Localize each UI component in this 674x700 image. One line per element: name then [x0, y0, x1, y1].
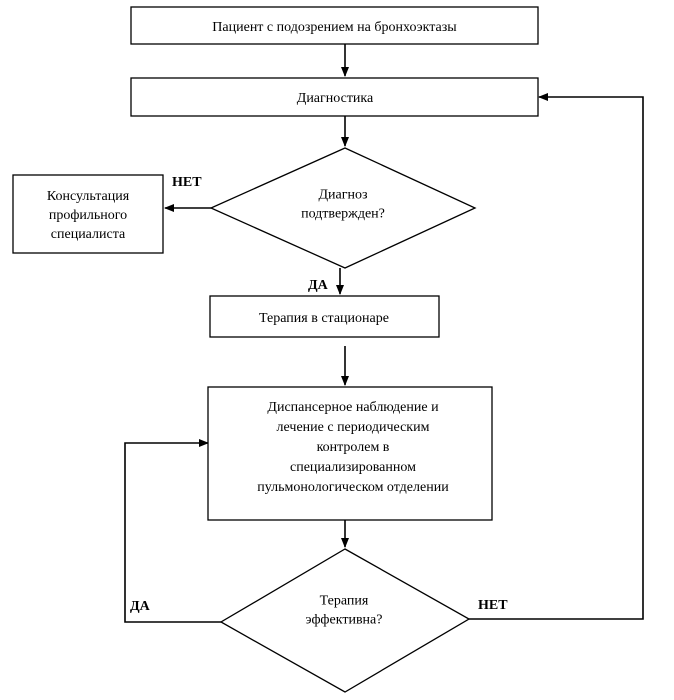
diagnosis-confirmed-line: подтвержден? — [301, 207, 385, 222]
dispensary-line: Диспансерное наблюдение и — [267, 400, 439, 415]
therapy-effective-text: Терапия эффективна? — [306, 594, 383, 628]
dispensary-text: Диспансерное наблюдение и лечение с перио… — [257, 400, 449, 495]
inpatient-therapy-box — [209, 295, 440, 338]
dispensary-box — [207, 386, 493, 521]
consultation-line: Консультация — [47, 189, 130, 204]
patient-box — [130, 6, 539, 45]
diagnosis-confirmed-text: Диагноз подтвержден? — [301, 188, 385, 222]
therapy-effective-line: эффективна? — [306, 613, 383, 628]
consultation-box — [12, 174, 164, 254]
label-therapy-no: НЕТ — [478, 598, 508, 613]
patient-text: Пациент с подозрением на бронхоэктазы — [212, 20, 457, 35]
dispensary-line: лечение с периодическим — [277, 420, 430, 435]
diagnostics-box — [130, 77, 539, 117]
patient-line: Пациент с подозрением на бронхоэктазы — [212, 20, 457, 35]
inpatient-therapy-text: Терапия в стационаре — [259, 311, 389, 326]
therapy-effective-line: Терапия — [320, 594, 369, 609]
label-diagnosis-yes: ДА — [308, 278, 329, 293]
label-therapy-yes: ДА — [130, 599, 151, 614]
consultation-text: Консультация профильного специалиста — [47, 189, 130, 242]
consultation-line: профильного — [49, 208, 127, 223]
edge-effective-no-loop — [469, 93, 644, 620]
inpatient-therapy-line: Терапия в стационаре — [259, 311, 389, 326]
dispensary-line: специализированном — [290, 460, 416, 475]
label-diagnosis-no: НЕТ — [172, 175, 202, 190]
diagnostics-line: Диагностика — [297, 91, 374, 106]
dispensary-line: контролем в — [317, 440, 390, 455]
edge-effective-yes-loop — [124, 439, 221, 623]
connectors — [124, 44, 644, 623]
diagnosis-confirmed-line: Диагноз — [318, 188, 367, 203]
therapy-effective-diamond — [219, 548, 471, 693]
diagnostics-text: Диагностика — [297, 91, 374, 106]
diagnosis-confirmed-diamond — [209, 147, 477, 269]
consultation-line: специалиста — [51, 227, 126, 242]
dispensary-line: пульмонологическом отделении — [257, 480, 449, 495]
